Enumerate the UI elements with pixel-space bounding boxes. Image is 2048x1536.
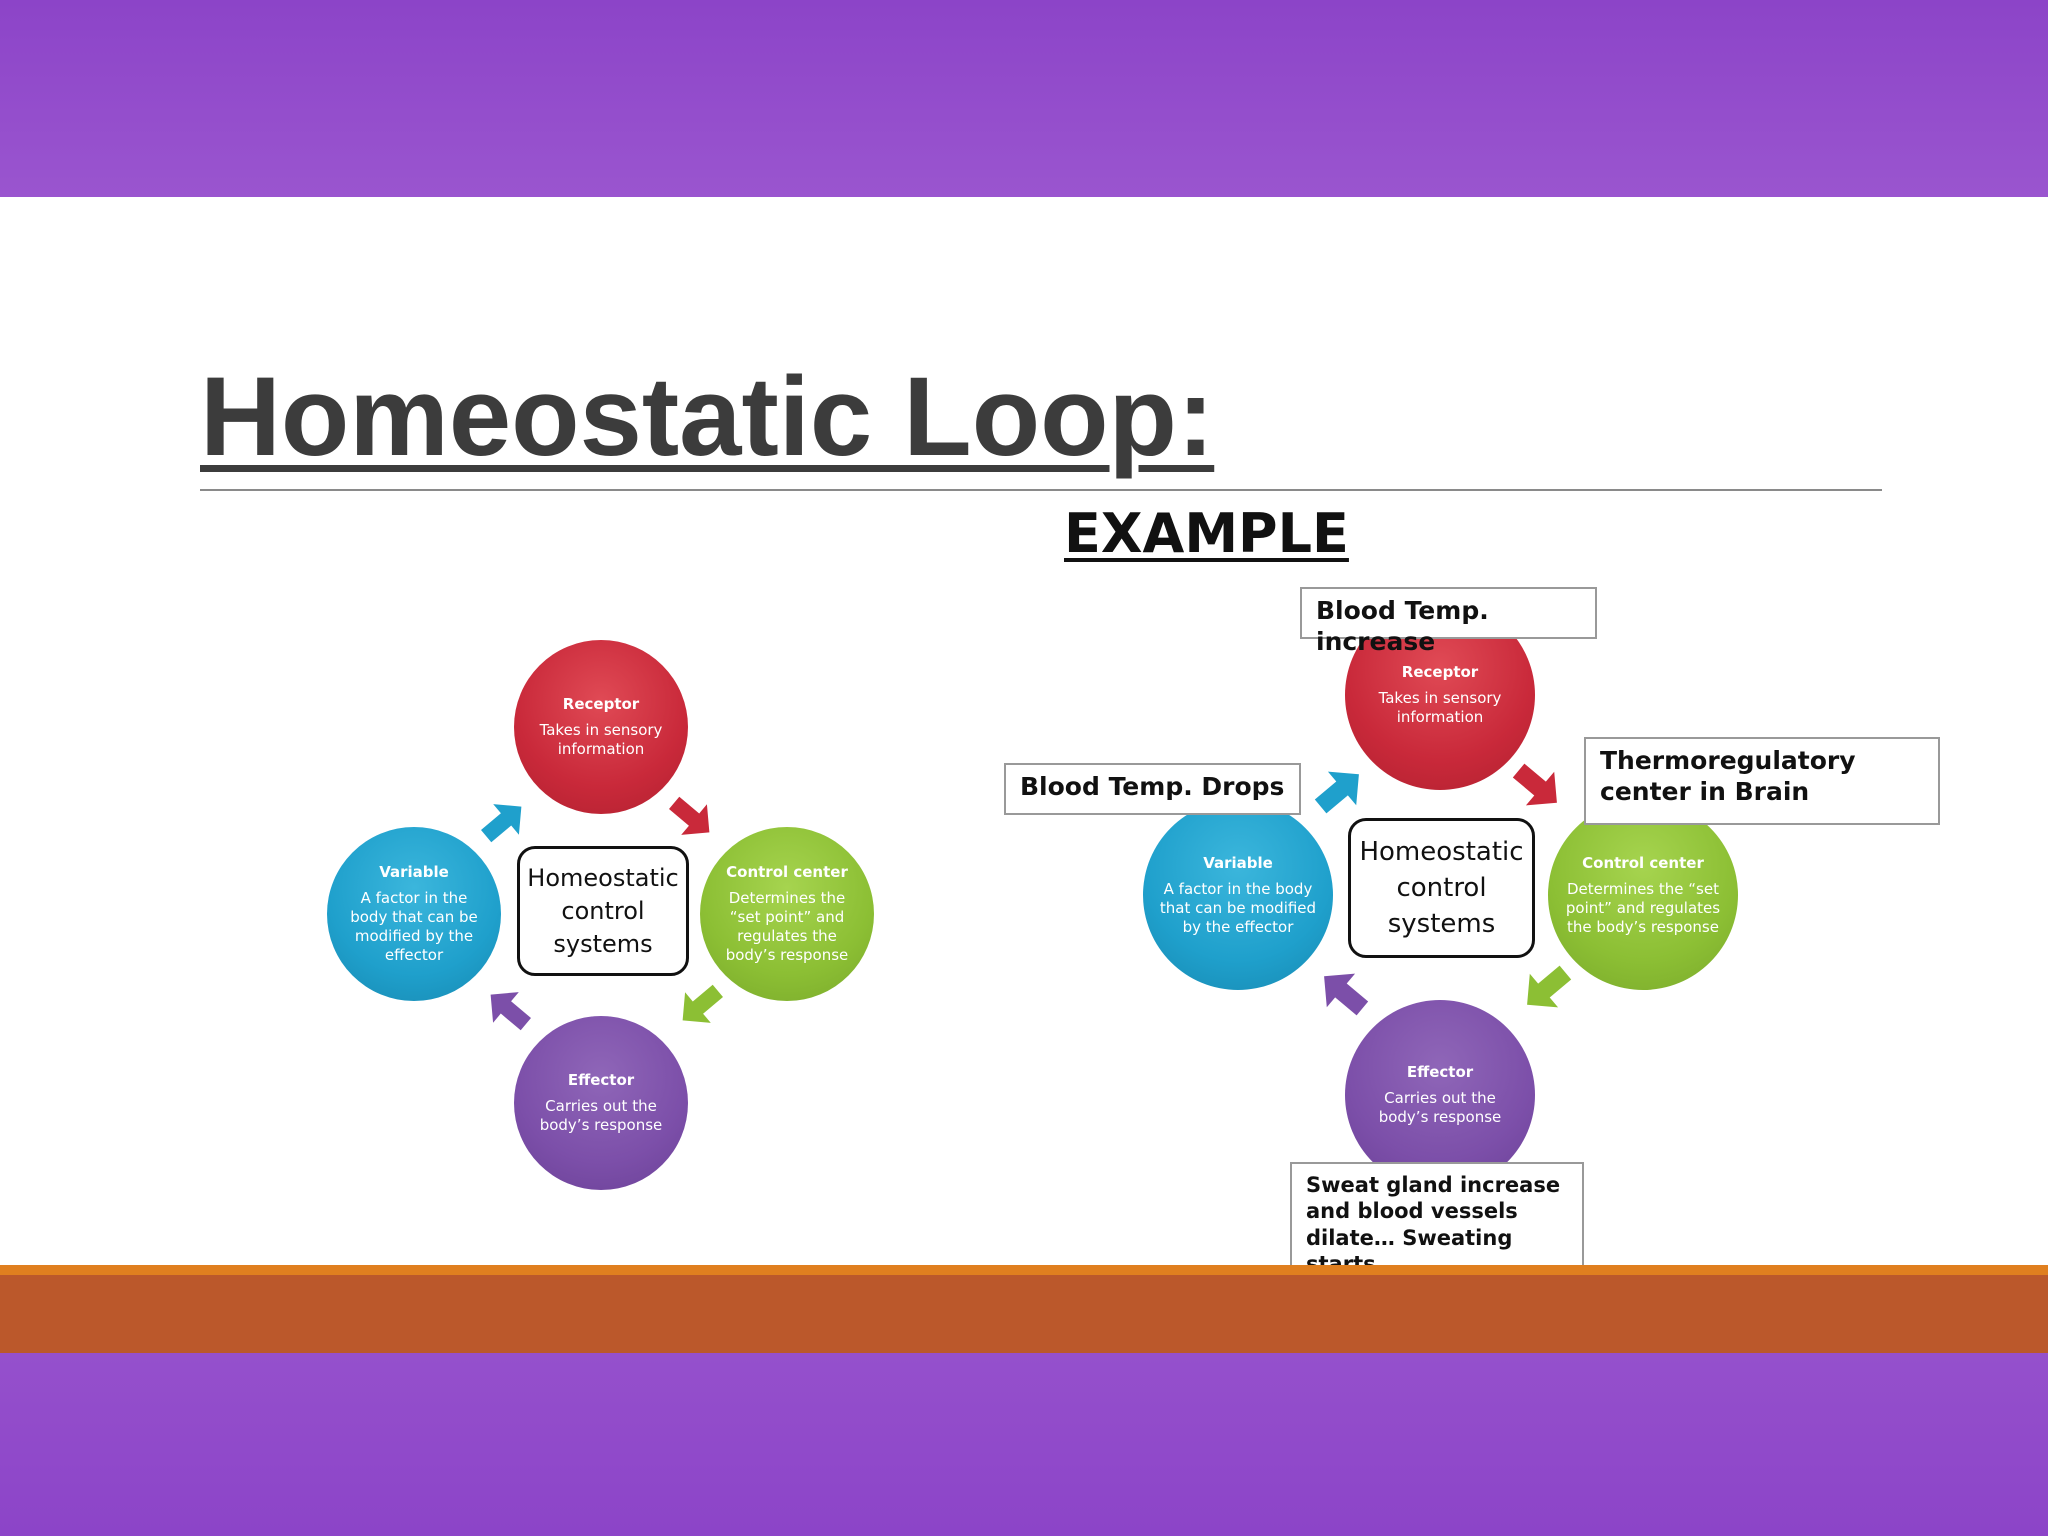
- center-label: Homeostatic control systems: [527, 863, 679, 958]
- arrow-red-icon: [669, 796, 710, 835]
- effector-desc: Carries out the body’s response: [539, 1097, 663, 1134]
- control-center-desc: Determines the “set point” and regulates…: [725, 889, 849, 964]
- effector-circle: Effector Carries out the body’s response: [514, 1016, 688, 1190]
- effector-title: Effector: [567, 1071, 635, 1089]
- example-effector-desc: Carries out the body’s response: [1378, 1089, 1502, 1126]
- example-center-box: Homeostatic control systems: [1348, 818, 1535, 958]
- example-variable-title: Variable: [1203, 853, 1273, 872]
- example-arrow-red-icon: [1512, 763, 1557, 806]
- example-variable-desc: A factor in the body that can be modifie…: [1159, 879, 1317, 936]
- slide-title: Homeostatic Loop:: [200, 354, 1215, 479]
- example-effector-circle: Effector Carries out the body’s response: [1345, 1000, 1535, 1190]
- bottom-band: [0, 1353, 2048, 1536]
- example-receptor-desc: Takes in sensory information: [1378, 689, 1502, 726]
- example-receptor-title: Receptor: [1401, 663, 1479, 681]
- control-center-circle: Control center Determines the “set point…: [700, 827, 874, 1001]
- orange-accent-line: [0, 1265, 2048, 1275]
- variable-desc: A factor in the body that can be modifie…: [350, 889, 478, 964]
- center-box: Homeostatic control systems: [517, 846, 689, 976]
- variable-circle: Variable A factor in the body that can b…: [327, 827, 501, 1001]
- title-rule: [200, 489, 1882, 491]
- control-example-label: Thermoregulatory center in Brain: [1584, 737, 1940, 825]
- example-arrow-green-icon: [1527, 965, 1572, 1008]
- example-variable-circle: Variable A factor in the body that can b…: [1143, 800, 1333, 990]
- orange-band: [0, 1275, 2048, 1353]
- control-center-title: Control center: [726, 863, 848, 881]
- top-band: [0, 0, 2048, 197]
- receptor-circle: Receptor Takes in sensory information: [514, 640, 688, 814]
- example-center-label: Homeostatic control systems: [1359, 837, 1524, 939]
- effector-example-label: Sweat gland increase and blood vessels d…: [1290, 1162, 1584, 1276]
- example-arrow-blue-icon: [1314, 771, 1359, 814]
- receptor-title: Receptor: [562, 695, 640, 713]
- arrow-purple-icon: [490, 992, 531, 1031]
- variable-example-label: Blood Temp. Drops: [1004, 763, 1301, 815]
- example-control-center-circle: Control center Determines the “set point…: [1548, 800, 1738, 990]
- receptor-desc: Takes in sensory information: [539, 721, 663, 758]
- arrow-green-icon: [682, 984, 723, 1023]
- example-control-center-desc: Determines the “set point” and regulates…: [1565, 879, 1721, 936]
- example-arrow-purple-icon: [1324, 973, 1369, 1016]
- example-effector-title: Effector: [1406, 1063, 1474, 1081]
- variable-title: Variable: [379, 863, 449, 881]
- example-control-center-title: Control center: [1582, 853, 1704, 872]
- receptor-example-label: Blood Temp. increase: [1300, 587, 1597, 656]
- example-heading: EXAMPLE: [1064, 502, 1349, 565]
- arrow-blue-icon: [481, 804, 522, 843]
